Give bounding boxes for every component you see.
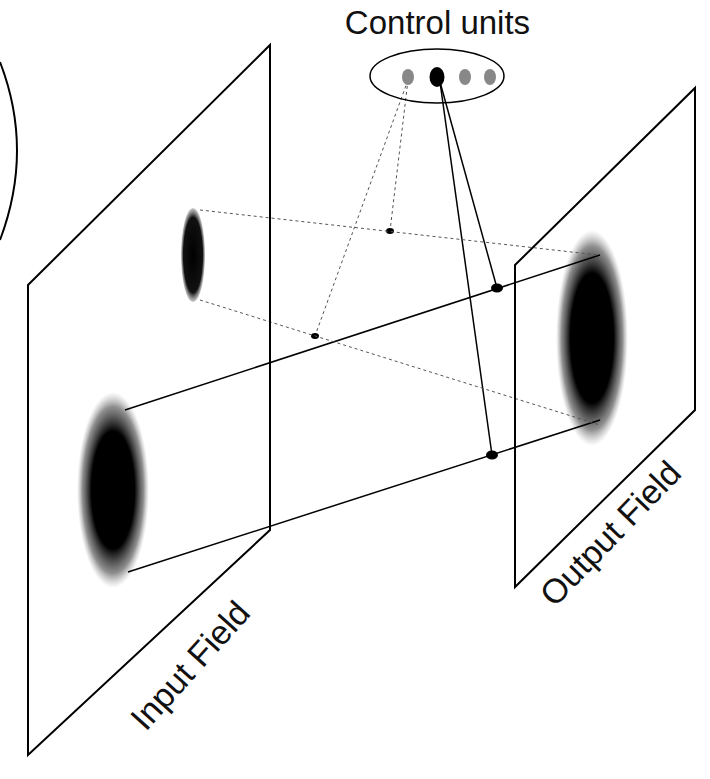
control-unit-dot xyxy=(459,69,471,85)
projection-line xyxy=(128,420,600,572)
synapse-dot xyxy=(486,451,498,460)
field-label: Input Field xyxy=(123,594,257,737)
projection-line xyxy=(200,210,598,255)
control-units-ellipse xyxy=(370,49,504,103)
synapse-dot xyxy=(386,228,394,234)
control-line xyxy=(390,80,408,231)
field-label: Output Field xyxy=(532,454,688,613)
projection-line xyxy=(125,255,600,410)
projection-line xyxy=(200,300,600,425)
control-line xyxy=(440,82,497,288)
synapse-dot xyxy=(491,284,503,293)
control-unit-dot xyxy=(430,67,445,87)
activity-blob xyxy=(556,230,628,446)
control-line xyxy=(315,80,408,336)
control-unit-dot xyxy=(484,69,496,85)
control-line xyxy=(440,82,492,455)
control-units-ellipse xyxy=(335,46,540,108)
field-plane: Input Field xyxy=(28,45,270,757)
cropped-bracket xyxy=(0,62,17,240)
synapse-dot xyxy=(311,333,319,339)
group-heading: Control units xyxy=(335,2,541,41)
activity-blob xyxy=(77,392,149,588)
plane-outline xyxy=(28,45,270,757)
control-unit-dot xyxy=(402,69,414,85)
control-units-group: Control units xyxy=(335,2,541,102)
field-plane: Output Field xyxy=(515,88,697,589)
activity-blob xyxy=(181,208,205,302)
plane-outline xyxy=(28,45,270,755)
